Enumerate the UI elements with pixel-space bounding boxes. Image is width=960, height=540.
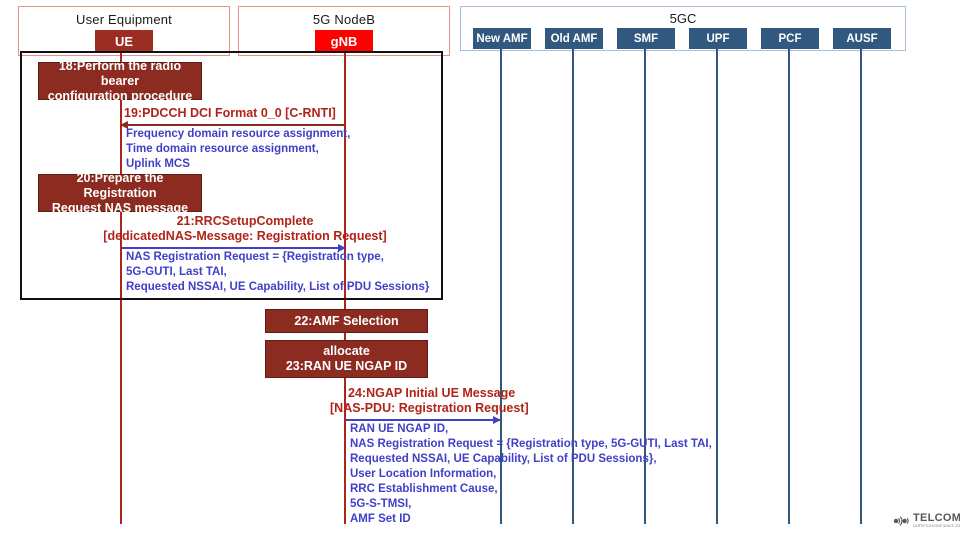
signal-waves-icon — [893, 515, 910, 526]
actor-header-5gc-group: 5GC New AMF Old AMF SMF UPF PCF AUSF — [460, 6, 906, 51]
message-24-arrow-shaft — [345, 419, 500, 421]
lifeline-upf — [716, 42, 718, 524]
actor-title-5g-nodeb: 5G NodeB — [312, 12, 376, 27]
message-19-arrow — [120, 121, 345, 129]
action-box-22-amf-selection: 22:AMF Selection — [265, 309, 428, 333]
lifeline-smf — [644, 42, 646, 524]
actor-title-user-equipment: User Equipment — [75, 12, 172, 27]
action-20-line2: Request NAS message — [51, 200, 189, 215]
action-23-line2: 23:RAN UE NGAP ID — [285, 359, 408, 373]
message-21-arrow-shaft — [121, 247, 345, 249]
message-21-label-line1: 21:RRCSetupComplete — [176, 214, 314, 228]
message-24-params: RAN UE NGAP ID, NAS Registration Request… — [350, 422, 712, 527]
message-19-arrow-head — [120, 121, 128, 129]
lifeline-pcf — [788, 42, 790, 524]
message-21-param-2: Requested NSSAI, UE Capability, List of … — [126, 281, 430, 293]
actor-chip-ue: UE — [95, 30, 153, 52]
message-21-param-0: NAS Registration Request = {Registration… — [126, 251, 384, 263]
lifeline-ue — [120, 47, 122, 524]
radio-interface-group-frame — [20, 51, 443, 300]
lifeline-old-amf — [572, 42, 574, 524]
watermark-text: TELCOMA CERTIFICATIONS SINCE 2009 — [913, 513, 960, 528]
lifeline-gnb — [344, 47, 346, 524]
action-22-line1: 22:AMF Selection — [294, 313, 399, 328]
action-20-line1: 20:Prepare the Registration — [76, 170, 164, 200]
message-19-label: 19:PDCCH DCI Format 0_0 [C-RNTI] — [124, 106, 336, 120]
message-21-arrow — [121, 244, 346, 252]
action-23-line1: allocate — [323, 344, 370, 358]
message-24-param-0: RAN UE NGAP ID, — [350, 423, 449, 435]
actor-header-user-equipment: User Equipment UE — [18, 6, 230, 56]
message-24-param-5: 5G-S-TMSI, — [350, 498, 412, 510]
message-24-param-3: User Location Information, — [350, 468, 497, 480]
message-19-param-1: Time domain resource assignment, — [126, 143, 319, 155]
telcoma-watermark: TELCOMA CERTIFICATIONS SINCE 2009 — [893, 513, 960, 528]
actor-chip-upf: UPF — [689, 28, 747, 49]
action-18-line2: configuration procedure — [47, 88, 193, 103]
message-19-arrow-shaft — [121, 124, 345, 126]
actor-chip-gnb: gNB — [315, 30, 373, 52]
core-group-title: 5GC — [669, 11, 697, 26]
action-box-20-prepare-registration-request: 20:Prepare the Registration Request NAS … — [38, 170, 202, 215]
message-24-param-2: Requested NSSAI, UE Capability, List of … — [350, 453, 657, 465]
watermark-subtitle: CERTIFICATIONS SINCE 2009 — [913, 524, 960, 528]
message-24-arrow-head — [493, 416, 501, 424]
action-18-line1: 18:Perform the radio bearer — [58, 58, 182, 88]
message-21-params: NAS Registration Request = {Registration… — [126, 250, 429, 295]
message-21-param-1: 5G-GUTI, Last TAI, — [126, 266, 227, 278]
message-24-label-line1: 24:NGAP Initial UE Message — [348, 386, 516, 400]
lifeline-ausf — [860, 42, 862, 524]
actor-chip-pcf: PCF — [761, 28, 819, 49]
actor-chip-new-amf: New AMF — [473, 28, 531, 49]
message-19-param-2: Uplink MCS — [126, 158, 190, 170]
message-24-param-4: RRC Establishment Cause, — [350, 483, 498, 495]
action-box-18-radio-bearer-config: 18:Perform the radio bearer configuratio… — [38, 58, 202, 103]
message-24-arrow — [345, 416, 501, 424]
message-24-label-line2: [NAS-PDU: Registration Request] — [330, 401, 529, 415]
message-19-param-0: Frequency domain resource assignment, — [126, 128, 351, 140]
message-21-arrow-head — [338, 244, 346, 252]
message-24-param-1: NAS Registration Request = {Registration… — [350, 438, 712, 450]
action-box-23-allocate-ran-ue-ngap-id: allocate 23:RAN UE NGAP ID — [265, 340, 428, 378]
actor-chip-ausf: AUSF — [833, 28, 891, 49]
message-21-label-line2: [dedicatedNAS-Message: Registration Requ… — [103, 229, 387, 243]
actor-chip-old-amf: Old AMF — [545, 28, 603, 49]
actor-chip-smf: SMF — [617, 28, 675, 49]
watermark-brand-name: TELCOMA — [913, 512, 960, 524]
message-24-param-6: AMF Set ID — [350, 513, 411, 525]
message-19-params: Frequency domain resource assignment, Ti… — [126, 127, 350, 172]
lifeline-new-amf — [500, 42, 502, 524]
